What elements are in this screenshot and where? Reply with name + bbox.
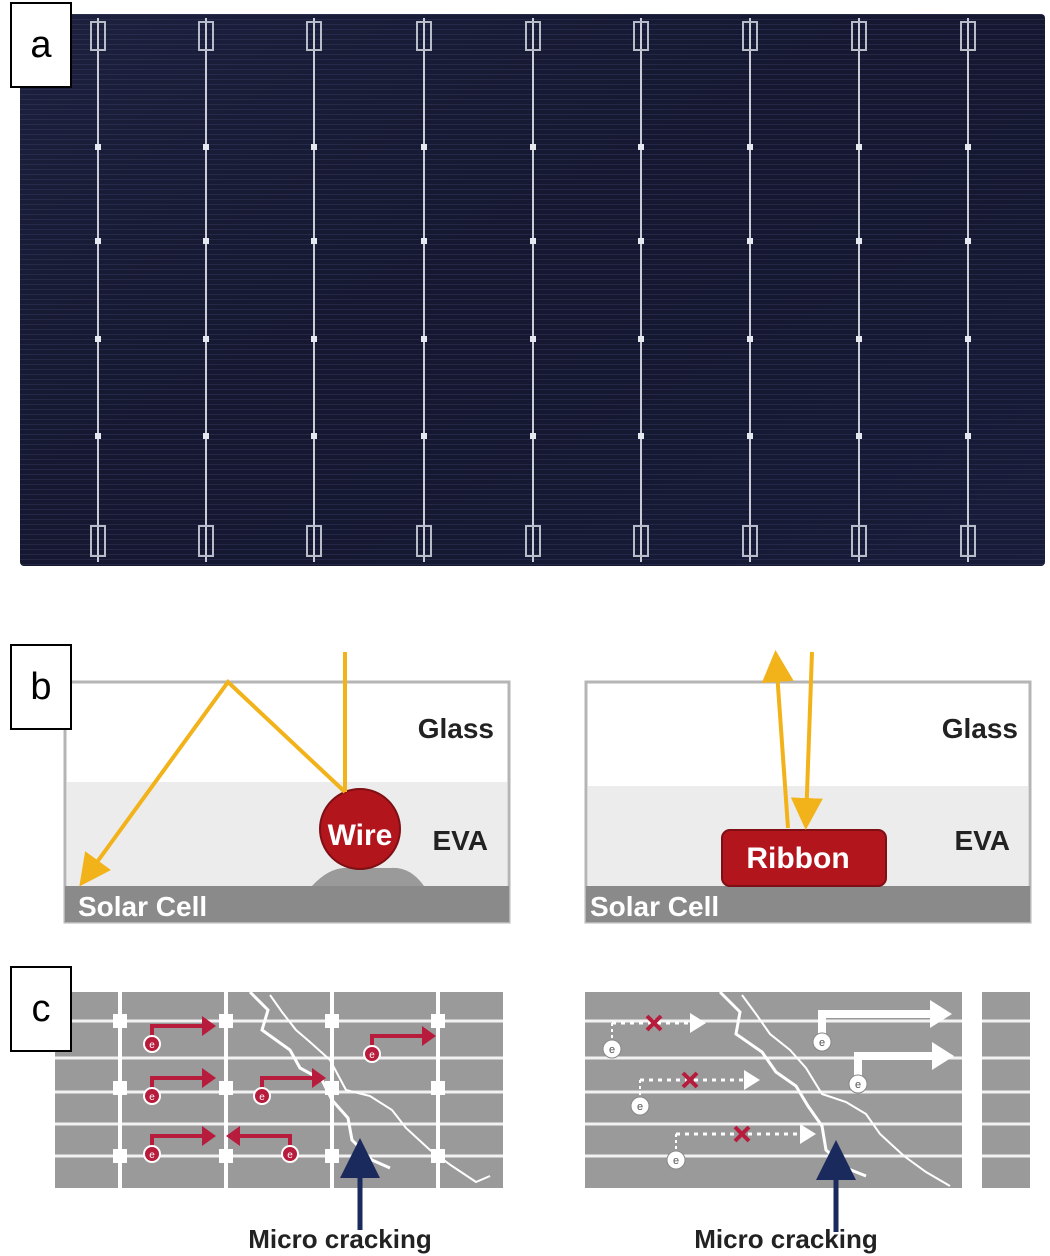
wire-label: Wire	[328, 819, 393, 852]
module-cross-section-ribbon: Ribbon Glass EVA Solar Cell	[584, 650, 1032, 924]
svg-text:e: e	[149, 1150, 155, 1161]
panel-label-c: c	[10, 966, 72, 1052]
incident-light-ray	[790, 651, 823, 830]
micro-cracking-caption-right: Micro cracking	[694, 1224, 878, 1254]
svg-text:e: e	[259, 1092, 265, 1103]
svg-text:e: e	[855, 1079, 861, 1091]
svg-text:e: e	[149, 1092, 155, 1103]
solar-cell-photo	[20, 14, 1045, 566]
module-cross-section-wire: Wire Glass EVA Solar Cell	[63, 652, 511, 924]
svg-text:e: e	[369, 1050, 375, 1061]
ribbon-conductor	[721, 829, 887, 887]
svg-text:e: e	[287, 1150, 293, 1161]
solar-cell-label-right: Solar Cell	[590, 891, 719, 922]
svg-text:e: e	[819, 1037, 825, 1049]
panel-label-a: a	[10, 2, 72, 88]
solar-cell-label-left: Solar Cell	[78, 891, 207, 922]
busbar-lines	[90, 18, 976, 562]
microcrack-ribbon-diagram: e e e e e Micro cracking	[585, 990, 1030, 1254]
reflected-light-ray	[79, 678, 347, 887]
svg-text:e: e	[609, 1044, 615, 1056]
eva-label-left: EVA	[433, 825, 489, 856]
panel-label-b: b	[10, 644, 72, 730]
svg-text:e: e	[149, 1040, 155, 1051]
ribbon-label: Ribbon	[746, 842, 849, 875]
glass-label-left: Glass	[418, 713, 494, 744]
svg-text:e: e	[673, 1155, 679, 1167]
wire-conductor	[319, 788, 401, 870]
escaping-light-ray	[761, 650, 794, 829]
eva-label-right: EVA	[955, 825, 1011, 856]
microcrack-multiwire-diagram: e e e e e e Micro cracking	[55, 990, 503, 1254]
micro-cracking-caption-left: Micro cracking	[248, 1224, 432, 1254]
svg-text:e: e	[637, 1101, 643, 1113]
glass-label-right: Glass	[942, 713, 1018, 744]
